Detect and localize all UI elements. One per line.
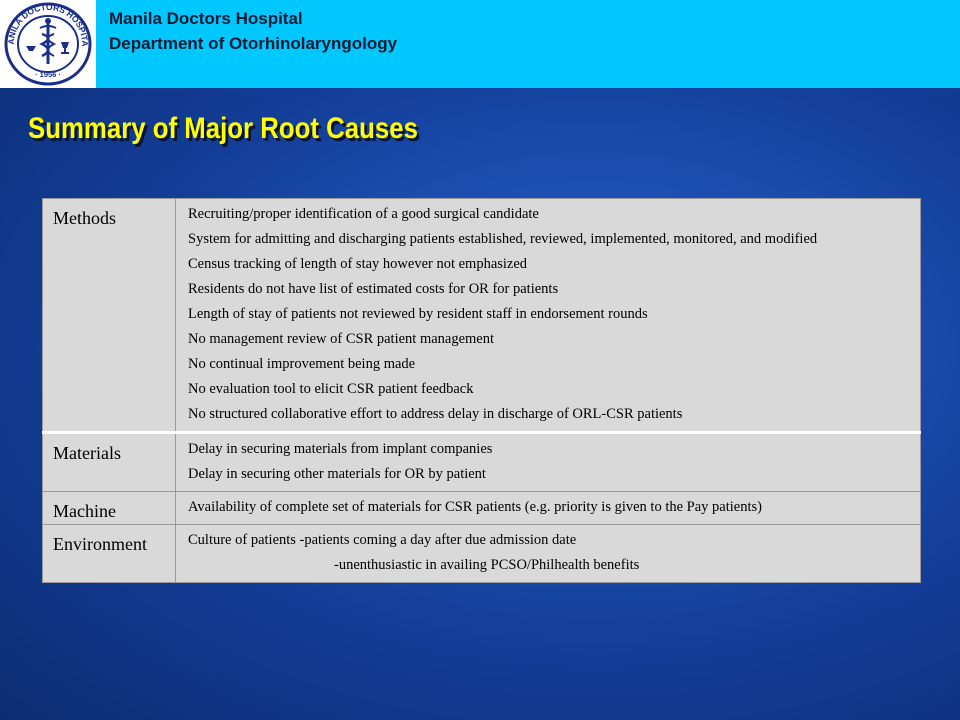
category-items-machine: Availability of complete set of material… (175, 491, 921, 525)
list-item: No management review of CSR patient mana… (188, 331, 495, 347)
list-item: Recruiting/proper identification of a go… (188, 206, 539, 222)
list-item: No evaluation tool to elicit CSR patient… (188, 381, 474, 397)
list-item: No structured collaborative effort to ad… (188, 406, 683, 422)
list-item: Delay in securing materials from implant… (188, 441, 493, 457)
slide-title: Summary of Major Root Causes (28, 112, 418, 145)
department-name: Department of Otorhinolaryngology (109, 34, 398, 53)
hospital-logo: MANILA DOCTORS HOSPITAL · 1956 · (0, 0, 96, 88)
list-item: Delay in securing other materials for OR… (188, 466, 486, 482)
list-item: Census tracking of length of stay howeve… (188, 256, 528, 272)
hospital-seal-icon: MANILA DOCTORS HOSPITAL · 1956 · (4, 2, 92, 86)
list-item: Availability of complete set of material… (188, 499, 762, 515)
table-row-materials: Materials Delay in securing materials fr… (42, 431, 921, 492)
list-item: Culture of patients -patients coming a d… (188, 532, 577, 548)
root-causes-table: Methods Recruiting/proper identification… (42, 198, 921, 583)
category-items-environment: Culture of patients -patients coming a d… (175, 524, 921, 583)
category-items-methods: Recruiting/proper identification of a go… (175, 198, 921, 433)
category-items-materials: Delay in securing materials from implant… (175, 431, 921, 492)
list-item: -unenthusiastic in availing PCSO/Philhea… (334, 557, 640, 573)
category-label-machine: Machine (42, 491, 176, 525)
category-label-methods: Methods (42, 198, 176, 433)
hospital-name: Manila Doctors Hospital (109, 9, 303, 28)
list-item: Residents do not have list of estimated … (188, 281, 559, 297)
header-bar: MANILA DOCTORS HOSPITAL · 1956 · Manila … (0, 0, 960, 88)
category-label-environment: Environment (42, 524, 176, 583)
list-item: System for admitting and discharging pat… (188, 231, 818, 247)
list-item: No continual improvement being made (188, 356, 416, 372)
table-row-machine: Machine Availability of complete set of … (42, 491, 921, 525)
logo-year: · 1956 · (35, 70, 61, 79)
table-row-methods: Methods Recruiting/proper identification… (42, 198, 921, 433)
category-label-materials: Materials (42, 431, 176, 492)
list-item: Length of stay of patients not reviewed … (188, 306, 648, 322)
table-row-environment: Environment Culture of patients -patient… (42, 524, 921, 583)
